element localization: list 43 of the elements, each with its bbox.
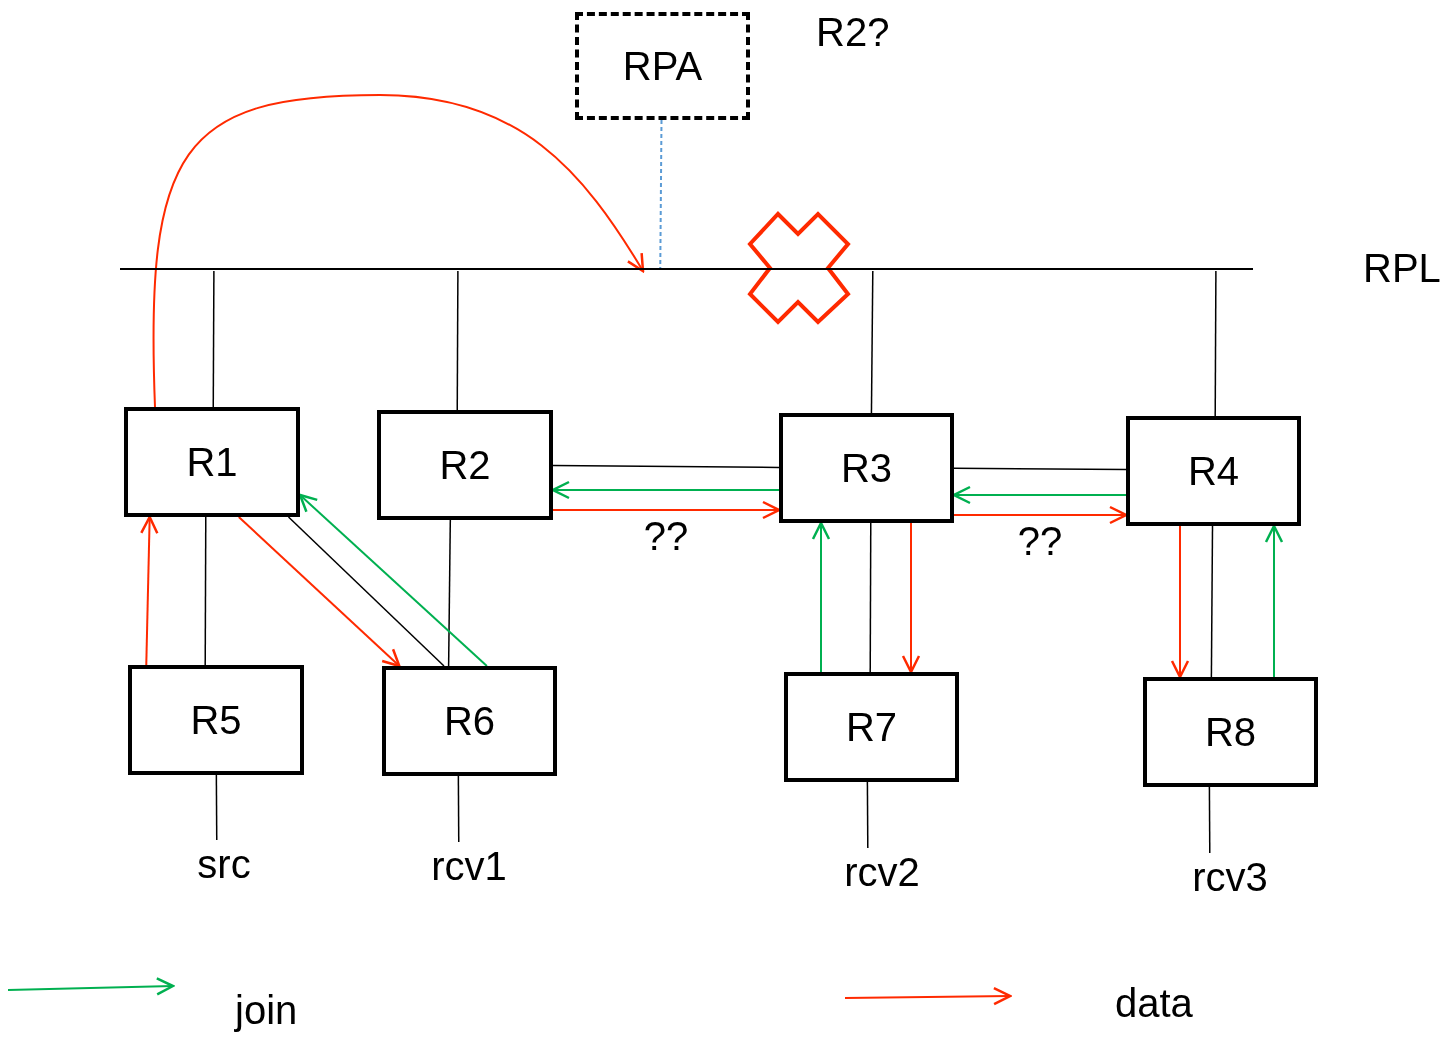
connector-line xyxy=(1210,525,1214,678)
bus-line xyxy=(120,268,1253,270)
host-label: src xyxy=(174,840,274,888)
router-box: R7 xyxy=(784,672,959,782)
router-box: R4 xyxy=(1126,416,1301,526)
arrow xyxy=(237,516,401,668)
arrow xyxy=(552,500,781,520)
arrow xyxy=(152,94,645,408)
connector-line xyxy=(212,270,215,408)
connector-line xyxy=(659,119,663,269)
router-box: R5 xyxy=(128,665,304,775)
connector-line xyxy=(287,516,445,667)
router-box: R1 xyxy=(124,407,300,517)
bus-label: RPL xyxy=(1363,248,1441,288)
arrow xyxy=(1170,525,1190,679)
connector-line xyxy=(869,522,872,673)
legend-text: data xyxy=(1115,983,1193,1023)
connector-line xyxy=(204,516,207,666)
connector-line xyxy=(457,775,460,843)
connector-line xyxy=(1208,786,1211,854)
dashed-box: RPA xyxy=(575,12,750,120)
router-box: R3 xyxy=(779,413,954,523)
arrow xyxy=(140,515,159,666)
connector-line xyxy=(215,774,218,841)
note-label: R2? xyxy=(816,12,890,52)
connector-line xyxy=(870,270,874,414)
host-label: rcv2 xyxy=(822,848,942,896)
arrow xyxy=(953,505,1128,525)
connector-line xyxy=(1214,270,1217,417)
router-box: R6 xyxy=(382,666,557,776)
connector-line xyxy=(866,781,869,849)
host-label: rcv3 xyxy=(1170,853,1290,901)
connector-line xyxy=(456,270,459,411)
connector-line xyxy=(447,519,452,667)
connector-line xyxy=(552,464,780,469)
arrow xyxy=(901,522,921,674)
arrow xyxy=(811,521,831,673)
connector-line xyxy=(953,467,1127,471)
arrow xyxy=(1264,524,1284,678)
legend-text: join xyxy=(235,990,298,1030)
host-label: rcv1 xyxy=(409,842,529,890)
router-box: R2 xyxy=(377,410,553,520)
router-box: R8 xyxy=(1143,677,1318,787)
